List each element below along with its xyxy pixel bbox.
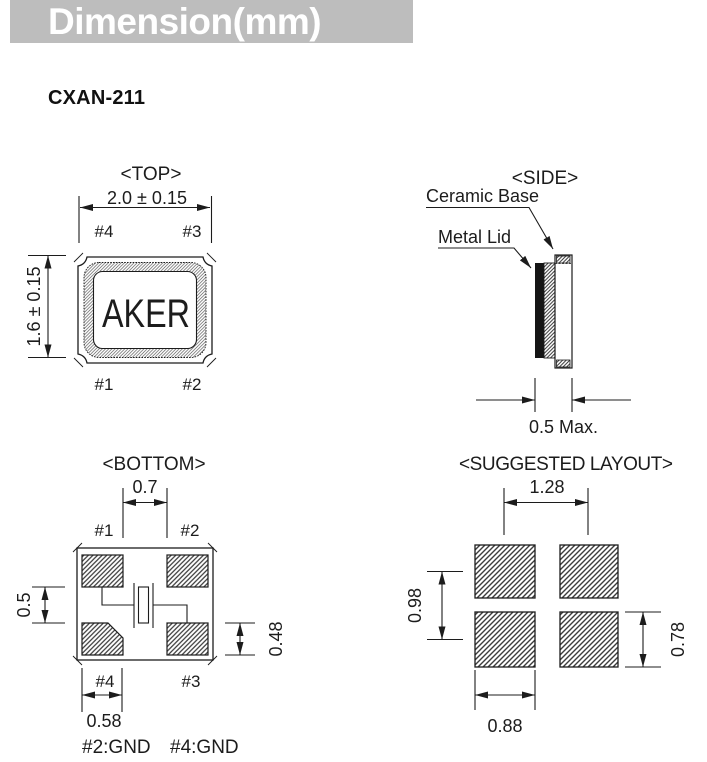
side-thickness-dimension: 0.5 Max. xyxy=(529,417,598,437)
bottom-pad-1 xyxy=(81,554,124,588)
package-marking: AKER xyxy=(102,292,190,336)
top-width-dimension-lines xyxy=(78,196,213,243)
layout-pitch-x-dimension-lines xyxy=(503,488,589,535)
layout-view-label: <SUGGESTED LAYOUT> xyxy=(459,454,673,475)
metal-lid-label: Metal Lid xyxy=(438,227,511,247)
ceramic-base-bottom-pad xyxy=(556,359,571,368)
side-crystal-hatch xyxy=(543,262,556,359)
top-pin-label-2: #2 xyxy=(183,375,202,394)
gnd-note-pin4: #4:GND xyxy=(170,737,239,758)
top-pin-label-3: #3 xyxy=(183,222,202,241)
ceramic-base-top-pad xyxy=(556,255,571,264)
bottom-pad-height-dimension-lines xyxy=(225,622,255,656)
suggested-layout-drawing: <SUGGESTED LAYOUT> 1.28 0.98 0.78 0 xyxy=(405,454,688,736)
bottom-pad-width-dimension: 0.58 xyxy=(86,711,121,731)
ceramic-base-leader-arrow xyxy=(426,206,554,250)
bottom-pin-label-2: #2 xyxy=(181,521,200,540)
top-package-outline xyxy=(73,252,217,368)
side-view-drawing: <SIDE> Ceramic Base Metal Lid 0.5 Max. xyxy=(426,168,631,437)
gnd-note-pin2: #2:GND xyxy=(82,737,151,758)
layout-pad-bottom-right xyxy=(559,611,619,668)
crystal-symbol xyxy=(101,583,188,628)
bottom-pad-3 xyxy=(166,622,209,656)
top-lid-face xyxy=(92,270,198,350)
layout-pitch-y-dimension-lines xyxy=(427,570,463,641)
layout-pad-height-dimension-lines xyxy=(625,611,661,668)
bottom-pad-height-dimension: 0.48 xyxy=(266,621,286,656)
bottom-pin-label-1: #1 xyxy=(95,521,114,540)
bottom-pad-width-dimension-lines xyxy=(81,668,123,712)
section-title: Dimension(mm) xyxy=(48,0,322,42)
layout-pad-bottom-left xyxy=(474,611,536,668)
side-package-shape xyxy=(535,254,573,369)
bottom-inner-gap-dimension-lines xyxy=(122,488,168,538)
ceramic-base-label: Ceramic Base xyxy=(426,186,539,206)
top-view-label: <TOP> xyxy=(121,164,182,185)
layout-pad-top-right xyxy=(559,544,619,599)
bottom-view-drawing: <BOTTOM> 0.7 #1 #2 0.5 xyxy=(14,454,286,758)
top-height-dimension: 1.6 ± 0.15 xyxy=(24,267,44,347)
top-width-dimension: 2.0 ± 0.15 xyxy=(107,188,187,208)
layout-pitch-y-dimension: 0.98 xyxy=(405,588,425,623)
layout-pad-width-dimension: 0.88 xyxy=(487,716,522,736)
top-pin-label-4: #4 xyxy=(95,222,114,241)
bottom-pin-label-3: #3 xyxy=(182,672,201,691)
layout-pad-height-dimension: 0.78 xyxy=(668,622,688,657)
layout-pad-width-dimension-lines xyxy=(474,670,536,710)
bottom-pad-gap-dimension-lines xyxy=(32,586,65,624)
bottom-pad-gap-dimension: 0.5 xyxy=(14,592,34,617)
metal-lid-leader-arrow xyxy=(438,247,532,269)
top-height-dimension-lines xyxy=(28,254,66,359)
top-view-drawing: <TOP> 2.0 ± 0.15 #4 #3 AKER #1 #2 1.6 ± … xyxy=(24,164,217,394)
top-pin-label-1: #1 xyxy=(95,375,114,394)
part-number: CXAN-211 xyxy=(48,87,146,109)
bottom-pin-label-4: #4 xyxy=(96,672,115,691)
ceramic-base-shape xyxy=(554,254,573,369)
layout-pitch-x-dimension: 1.28 xyxy=(529,477,564,497)
bottom-pad-4 xyxy=(81,622,124,656)
metal-lid-shape xyxy=(535,263,544,358)
side-view-label: <SIDE> xyxy=(512,168,579,189)
section-header-bar: Dimension(mm) xyxy=(10,0,413,43)
bottom-view-label: <BOTTOM> xyxy=(102,454,205,475)
bottom-pad-2 xyxy=(166,554,209,588)
layout-pad-top-left xyxy=(474,544,536,599)
bottom-inner-gap-dimension: 0.7 xyxy=(132,477,157,497)
side-thickness-dimension-lines xyxy=(476,378,631,412)
